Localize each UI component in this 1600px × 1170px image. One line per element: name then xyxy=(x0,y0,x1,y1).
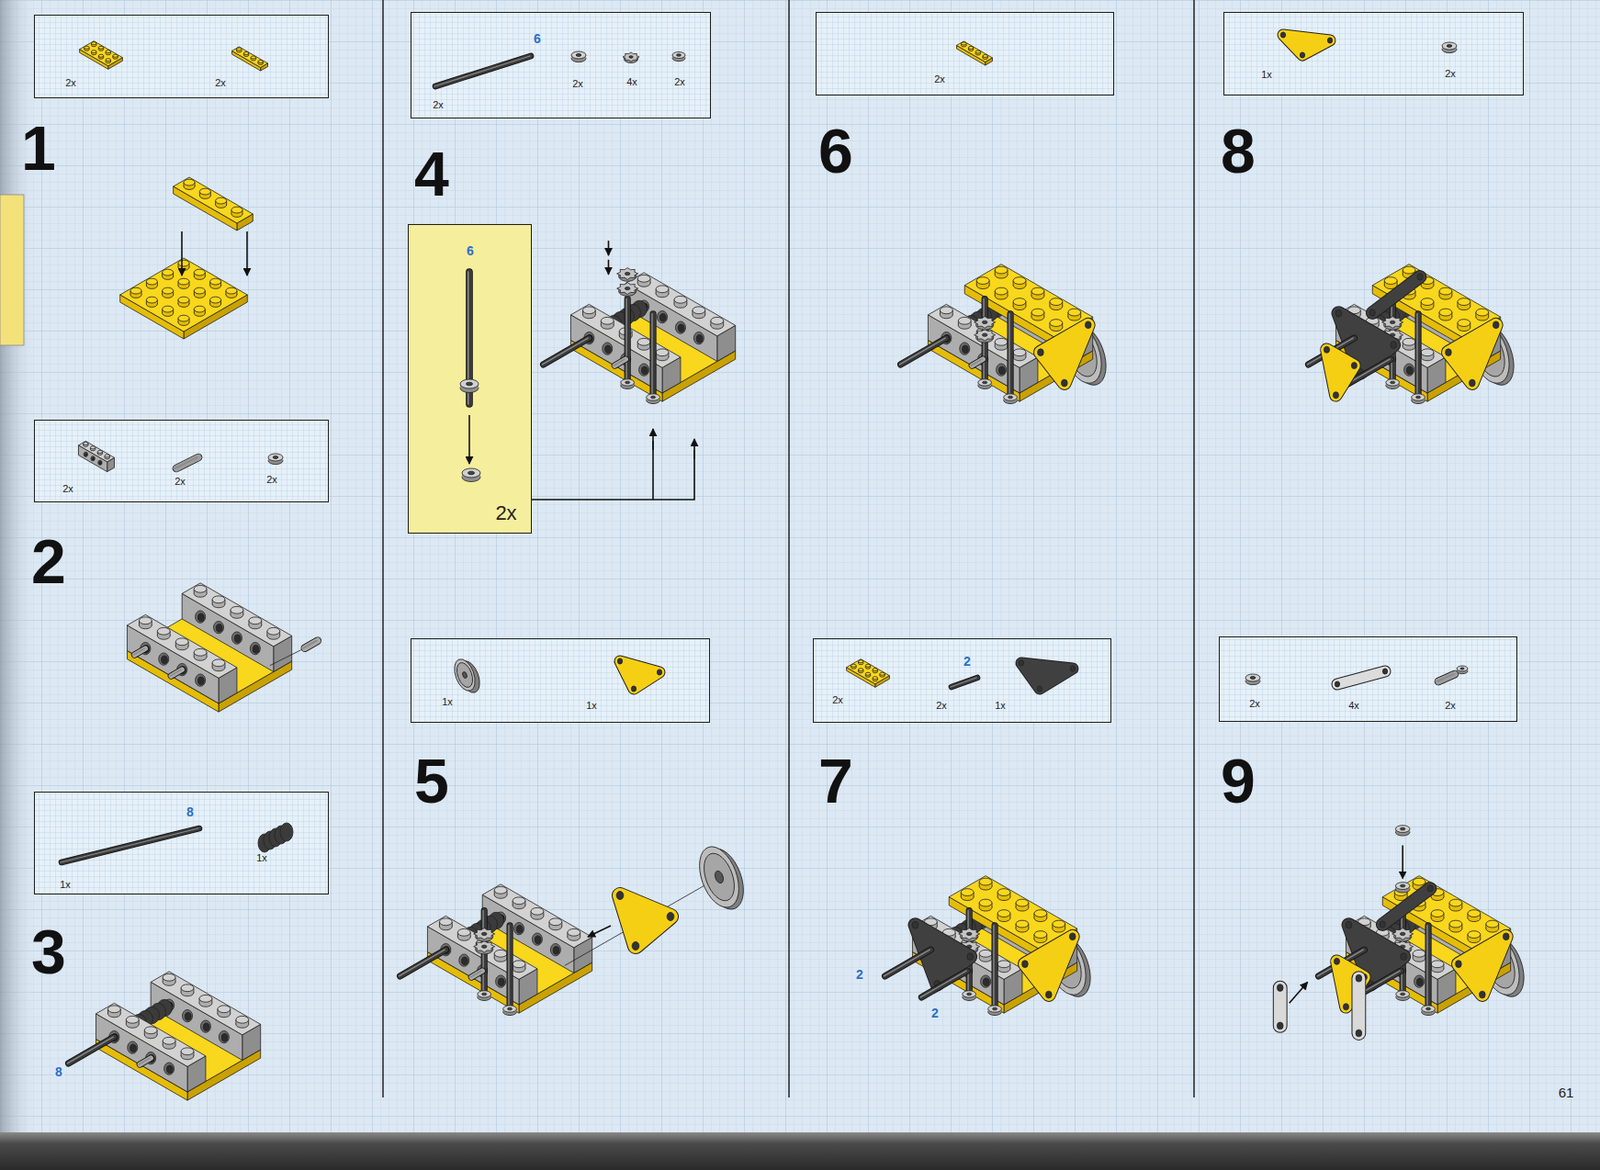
axle-length: 6 xyxy=(466,244,474,258)
panel-fills xyxy=(33,11,1524,895)
part-quantity: 1x xyxy=(256,853,268,864)
part-quantity: 2x xyxy=(1444,700,1456,711)
step-model xyxy=(126,583,317,712)
part-quantity: 1x xyxy=(59,879,71,891)
panel-grid xyxy=(33,14,329,99)
parts-box: 2x 2x xyxy=(33,14,329,99)
panel-grid xyxy=(33,419,329,503)
panel-grid xyxy=(410,11,711,119)
axle-length: 6 xyxy=(533,32,541,46)
step-number: 1 xyxy=(21,116,57,180)
parts-box: 2x 2x 2x xyxy=(33,419,329,503)
parts-box: 1x 1x xyxy=(410,638,710,723)
step-model xyxy=(398,841,751,1015)
step-number: 4 xyxy=(414,142,450,205)
scan-edge xyxy=(0,1132,1600,1170)
callout-number: 2 xyxy=(854,968,866,981)
step-model xyxy=(67,971,260,1101)
part-quantity: 1x xyxy=(994,700,1006,711)
step-number: 7 xyxy=(818,749,854,812)
step-number: 2 xyxy=(31,529,67,593)
part-quantity: 2x xyxy=(572,78,584,90)
step-model xyxy=(1307,264,1522,405)
step-model xyxy=(120,177,254,339)
part-quantity: 2x xyxy=(674,77,686,88)
part-quantity: 2x xyxy=(214,78,226,89)
part-quantity: 2x xyxy=(65,78,77,89)
step-model xyxy=(1276,825,1532,1037)
axle-length: 2 xyxy=(963,654,971,668)
step-number: 6 xyxy=(818,119,854,182)
parts-box: 1x 2x xyxy=(1223,11,1524,96)
column-dividers xyxy=(383,0,1195,1098)
panel-fill xyxy=(815,11,1115,96)
part-quantity: 2x xyxy=(495,503,517,524)
parts-box: 6 2x 2x 4x 2x xyxy=(410,11,711,119)
part-quantity: 2x xyxy=(832,695,844,706)
parts-box: 2x 4x 2x xyxy=(1218,636,1518,722)
part-quantity: 2x xyxy=(62,484,74,495)
step-number: 5 xyxy=(414,749,450,812)
parts-box: 2x 2 2x 1x xyxy=(812,638,1112,723)
part-icons xyxy=(60,32,1468,863)
part-quantity: 2x xyxy=(174,476,186,487)
part-quantity: 4x xyxy=(626,77,638,88)
grid xyxy=(0,0,1600,1133)
panel-fill xyxy=(407,224,532,534)
facing-page-edge xyxy=(0,194,24,346)
step-model xyxy=(899,264,1114,405)
part-quantity: 2x xyxy=(935,700,947,711)
callout-number: 8 xyxy=(53,1065,65,1079)
part-quantity: 1x xyxy=(1261,69,1273,80)
panel-fill xyxy=(410,11,711,119)
panel-grid xyxy=(1223,11,1524,96)
parts-box: 8 1x 1x xyxy=(33,791,329,895)
panel-grid xyxy=(815,11,1115,96)
axle-length: 8 xyxy=(186,805,194,819)
part-quantity: 2x xyxy=(934,74,946,85)
part-quantity: 2x xyxy=(1249,698,1261,710)
panel-fill xyxy=(33,419,329,503)
detail-inset: 6 2x xyxy=(407,224,532,534)
panel-fill xyxy=(33,791,329,895)
inset-detail xyxy=(460,271,695,500)
part-quantity: 4x xyxy=(1348,700,1360,711)
panel-grid xyxy=(410,638,710,723)
step-number: 9 xyxy=(1220,749,1256,812)
panel-fill xyxy=(410,638,710,723)
panel-grid xyxy=(812,638,1112,723)
part-quantity: 2x xyxy=(432,100,444,111)
callout-number: 2 xyxy=(929,1006,941,1020)
parts-box: 2x xyxy=(815,11,1115,96)
page-number: 61 xyxy=(1558,1085,1575,1100)
panel-grid xyxy=(1218,636,1518,722)
panel-fill xyxy=(1218,636,1518,722)
part-quantity: 1x xyxy=(441,697,453,708)
step-number: 3 xyxy=(31,920,67,983)
panel-fill xyxy=(812,638,1112,723)
panel-fill xyxy=(1223,11,1524,96)
panel-fill xyxy=(33,14,329,99)
part-quantity: 2x xyxy=(266,474,278,485)
part-quantity: 1x xyxy=(585,700,598,711)
step-model xyxy=(541,240,735,404)
step-number: 8 xyxy=(1220,119,1256,182)
part-quantity: 2x xyxy=(1444,68,1456,79)
step-model xyxy=(883,876,1098,1016)
panel-grid xyxy=(33,791,329,895)
model-illustrations xyxy=(60,32,1532,1101)
